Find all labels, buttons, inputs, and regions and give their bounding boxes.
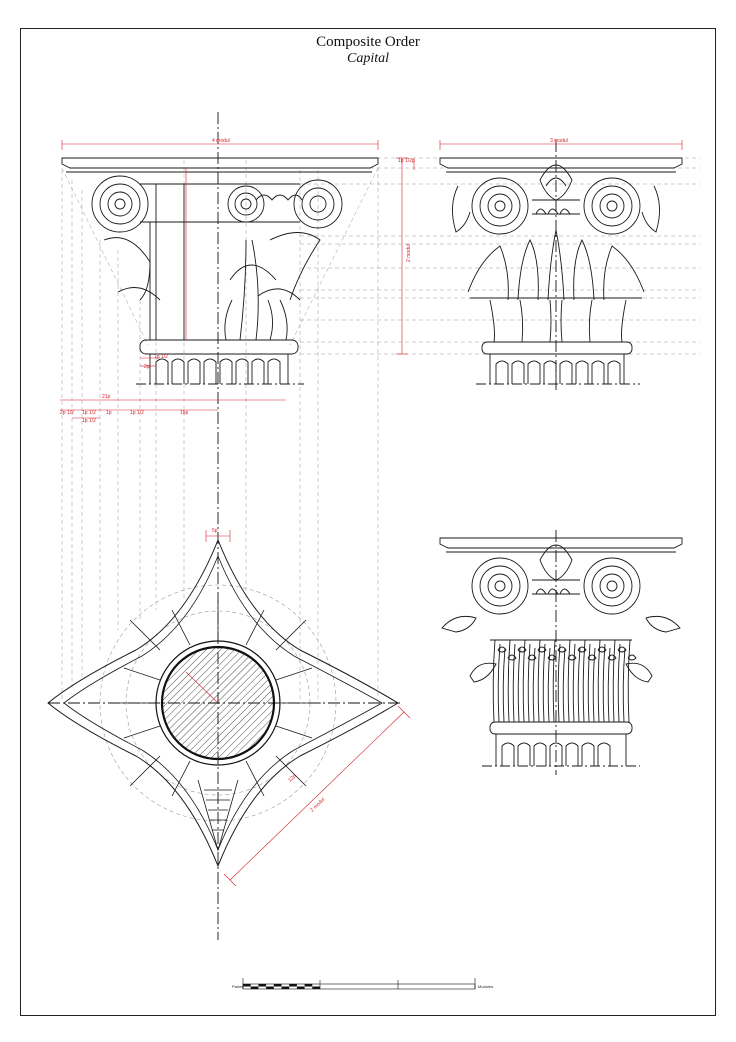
acanthus-leaf-curl [587,654,597,661]
acanthus-leaf-stroke [582,639,586,723]
dim-top-width-left: 4 modul [212,138,230,144]
scale-bar-segment [266,986,274,989]
acanthus-leaf-stroke [542,643,546,723]
acanthus-leaf-stroke [492,639,496,723]
acanthus-leaf-stroke [532,647,536,723]
scale-bar-segment [273,984,282,987]
drawing-title: Composite Order [316,34,420,50]
scale-left-label: Partes [232,984,244,989]
acanthus-leaf-curl [627,654,637,661]
dim-small-1: 1p 1/2 [154,354,168,360]
acanthus-leaf-stroke [612,639,616,723]
acanthus-leaf-stroke [537,639,541,723]
scale-bar-segment [304,984,313,987]
scale-bar-segment [312,986,320,989]
acanthus-leaf-stroke [602,643,606,723]
dim-row2-d: 1p 1/2 [130,410,144,416]
acanthus-leaf-stroke [627,639,631,723]
acanthus-leaf-curl [577,646,587,653]
dim-row2-e: 15p [180,410,189,416]
right-top-dimension [439,140,683,150]
drawing-subtitle: Capital [346,51,389,66]
acanthus-leaf-stroke [587,643,591,723]
dim-plan-diag: 2 modul [309,797,326,814]
acanthus-leaf-curl [537,646,547,653]
acanthus-leaf-stroke [552,639,556,723]
acanthus-leaf-curl [547,654,557,661]
left-dimension-lines [60,140,415,419]
dim-abacus-left: 1p 1/2p [398,158,415,164]
dim-plan-top: 5p [212,528,218,534]
scale-bar-segment [243,984,251,987]
acanthus-leaf-stroke [592,647,596,723]
dim-small-2: 2p [144,364,150,370]
acanthus-leaf-stroke [562,647,566,723]
acanthus-leaf-curl [507,654,517,661]
scale-bar-segment [296,986,305,989]
acanthus-leaf-curl [497,646,507,653]
acanthus-leaf-stroke [607,647,611,723]
dim-row1: 21p [102,394,111,400]
acanthus-leaf-stroke [572,643,576,723]
dim-row2-c: 1p [106,410,112,416]
acanthus-leaf-stroke [517,647,521,723]
acanthus-leaf-stroke [567,639,571,723]
acanthus-leaf-stroke [502,647,506,723]
scale-bar [242,978,476,990]
dim-row2-a: 2p 1/2 [60,410,74,416]
dim-row2-b: 1p 1/2 [82,410,96,416]
scale-bar-segment [281,986,290,989]
acanthus-leaf-stroke [622,647,626,723]
acanthus-leaf-curl [527,654,537,661]
acanthus-leaf-stroke [617,643,621,723]
acanthus-leaf-stroke [522,639,526,723]
detailed-elevation-capital [439,537,683,723]
scale-bar-segment [258,984,267,987]
acanthus-leaf-stroke [557,643,561,723]
acanthus-leaf-stroke [497,643,501,723]
acanthus-leaf-curl [517,646,527,653]
dim-abacus-right: 2 modul [406,244,412,262]
acanthus-leaf-curl [567,654,577,661]
acanthus-leaf-stroke [527,643,531,723]
acanthus-leaf-curl [597,646,607,653]
dim-row3: 1p 1/2 [82,418,96,424]
acanthus-leaf-texture [492,639,637,723]
scale-bar-ticks [243,984,320,989]
scale-right-label: Modules [478,984,493,989]
acanthus-leaf-stroke [577,647,581,723]
scale-bar-segment [289,984,297,987]
acanthus-leaf-stroke [597,639,601,723]
acanthus-leaf-curl [557,646,567,653]
dim-plan-radius: 12p [287,773,297,783]
plan-dimension-lines [185,530,411,887]
detailed-astragal [482,721,640,767]
acanthus-leaf-stroke [512,643,516,723]
acanthus-leaf-curl [617,646,627,653]
scale-bar-segment [250,986,259,989]
construction-lines [61,157,700,700]
left-elevation-section [61,157,379,385]
acanthus-leaf-stroke [547,647,551,723]
acanthus-leaf-stroke [507,639,511,723]
right-elevation-capital [439,157,683,385]
plan-view [47,538,399,868]
dim-top-width-right: 3 modul [550,138,568,144]
acanthus-leaf-curl [607,654,617,661]
